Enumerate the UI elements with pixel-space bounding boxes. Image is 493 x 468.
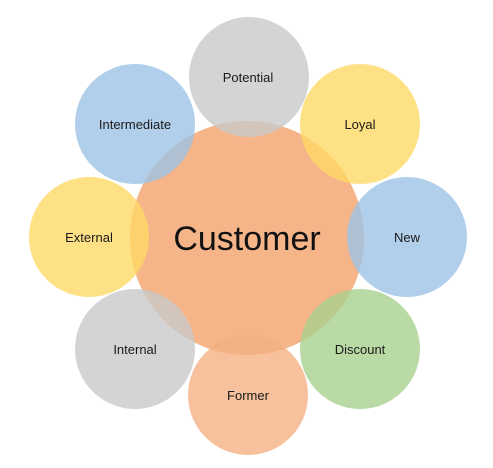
label-loyal: Loyal <box>344 117 375 132</box>
center-label: Customer <box>173 220 320 258</box>
circle-discount <box>300 289 420 409</box>
circle-potential <box>189 17 309 137</box>
label-discount: Discount <box>335 342 386 357</box>
circle-loyal <box>300 64 420 184</box>
circle-internal <box>75 289 195 409</box>
center-circle <box>130 121 364 355</box>
circle-new <box>347 177 467 297</box>
label-intermediate: Intermediate <box>99 117 171 132</box>
label-former: Former <box>227 388 270 403</box>
circle-former <box>188 335 308 455</box>
circle-intermediate <box>75 64 195 184</box>
circle-external <box>29 177 149 297</box>
label-potential: Potential <box>223 70 274 85</box>
label-external: External <box>65 230 113 245</box>
label-new: New <box>394 230 421 245</box>
label-internal: Internal <box>113 342 156 357</box>
